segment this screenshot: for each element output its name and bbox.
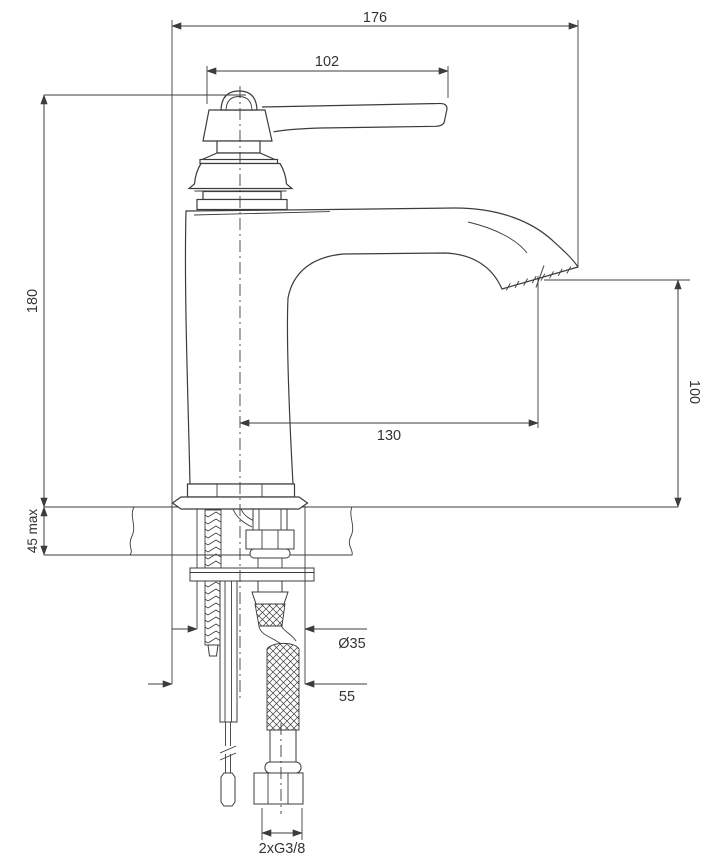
- counter-block-right: [279, 506, 354, 556]
- faucet-body: [171, 207, 579, 510]
- bonnet-ring-lower: [196, 198, 288, 211]
- spout-outlet-tick: [535, 265, 545, 288]
- dim-label-130: 130: [377, 428, 401, 444]
- hose-braid-upper: [254, 603, 286, 627]
- dimension-handle-length: 102: [206, 54, 449, 75]
- spout-inner-curve: [467, 221, 528, 254]
- countertop-section: [44, 506, 678, 629]
- centerlines: [239, 86, 282, 814]
- dimension-base-depth: 55: [148, 680, 367, 705]
- base-ring: [186, 483, 296, 498]
- body-chamfer-line: [193, 211, 331, 216]
- dimension-hose-connection: 2xG3/8: [259, 829, 306, 857]
- clamp-plate: [189, 567, 315, 582]
- dimension-overall-width: 176: [171, 10, 579, 30]
- cartridge-stem: [216, 140, 261, 154]
- handle-hub: [202, 109, 273, 142]
- lever-arm: [261, 102, 448, 133]
- extension-lines: [44, 20, 690, 840]
- shank-collar: [249, 548, 291, 559]
- dimension-spout-reach: 130: [239, 419, 539, 444]
- dim-label-55: 55: [339, 689, 355, 705]
- dimension-total-height: 180: [25, 94, 48, 508]
- dimension-spout-height: 100: [674, 279, 702, 508]
- hose-cap: [251, 591, 289, 605]
- body-spout-outline: [184, 207, 579, 485]
- dim-label-176: 176: [363, 10, 387, 26]
- dim-label-180: 180: [25, 289, 41, 313]
- lever-arm-fill: [262, 103, 447, 132]
- dimension-hole-diameter: Ø35: [172, 625, 367, 652]
- hose-ferrule: [269, 729, 297, 763]
- hose-braid-vertical: [266, 642, 300, 731]
- dim-label-dia35: Ø35: [338, 636, 365, 652]
- dim-label-2xG38: 2xG3/8: [259, 841, 306, 857]
- pop-up-knob: [220, 772, 236, 807]
- handle-lever: [187, 90, 448, 211]
- hose-hex-nut: [253, 772, 304, 805]
- mounting-nut: [245, 529, 295, 550]
- pop-up-rod: [219, 580, 238, 807]
- hose-collar: [264, 761, 302, 774]
- dim-label-100: 100: [686, 380, 702, 404]
- hose-s-curve: [258, 623, 297, 645]
- supply-hose: [251, 580, 304, 805]
- hose-neck: [257, 580, 283, 593]
- dimension-deck-thickness: 45 max: [25, 506, 48, 556]
- bonnet-ring-upper: [202, 190, 282, 201]
- clamp-rod-tip: [207, 644, 219, 657]
- pop-up-sleeve: [219, 580, 238, 723]
- counter-block-left: [129, 506, 198, 556]
- handle-dome: [220, 90, 258, 111]
- base-flange: [171, 496, 309, 510]
- aerator-hatch: [505, 266, 572, 291]
- bonnet-bell: [187, 162, 294, 190]
- under-counter-assembly: [189, 508, 315, 807]
- dim-label-45max: 45 max: [25, 509, 40, 554]
- rod-break-marks: [219, 745, 237, 761]
- threaded-shank: [252, 508, 288, 531]
- dim-label-102: 102: [315, 54, 339, 70]
- handle-dome-inner: [225, 96, 253, 111]
